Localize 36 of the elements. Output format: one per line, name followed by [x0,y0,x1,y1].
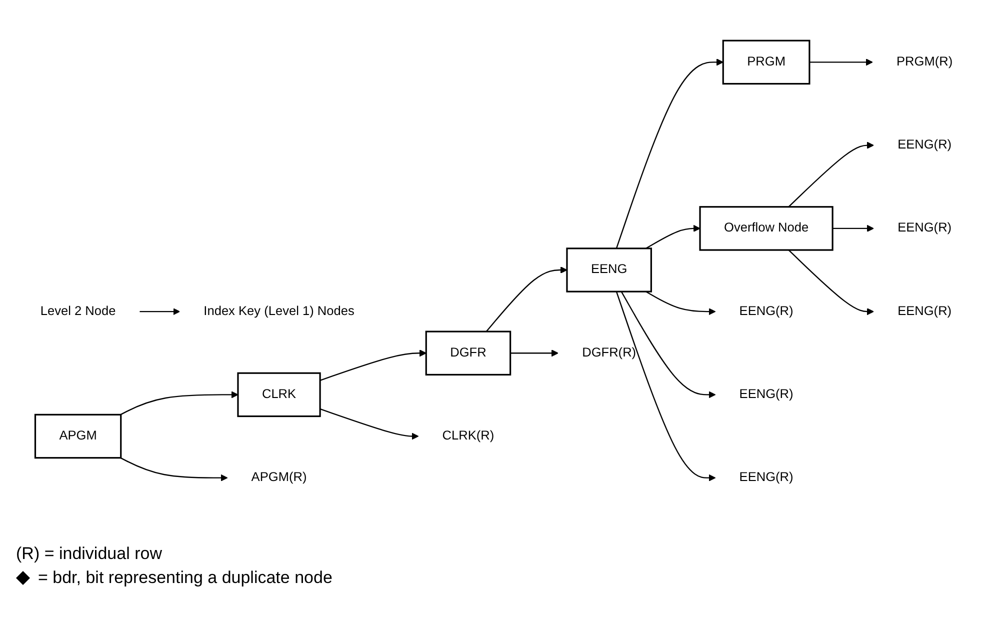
node-text: EENG(R) [739,387,794,402]
node-box: APGM [34,414,122,459]
arrow [646,224,700,249]
arrow [320,408,419,440]
arrow [510,350,558,357]
node-text: APGM(R) [251,470,307,484]
arrow [616,58,724,249]
arrow [140,308,180,316]
node-text: Index Key (Level 1) Nodes [204,304,354,318]
arrow [809,58,873,66]
arrow [120,391,238,416]
note-text: (R) = individual row [16,544,162,564]
node-text: EENG(R) [739,470,794,484]
arrow [320,350,426,381]
node-box: Overflow Node [699,206,834,251]
arrow [788,142,874,208]
node-text: EENG(R) [898,221,952,235]
legend-text: = bdr, bit representing a duplicate node [38,568,332,588]
node-text: CLRK(R) [442,429,494,443]
node-text: Level 2 Node [40,304,116,318]
node-box: EENG [566,248,652,292]
node-text: EENG(R) [739,304,794,318]
node-text: PRGM(R) [896,54,953,69]
arrow [832,224,874,232]
arrow [788,250,874,316]
node-text: EENG(R) [898,304,952,318]
node-text: EENG(R) [898,138,952,152]
arrow [120,457,228,482]
node-box: DGFR [425,330,512,376]
node-box: CLRK [237,372,321,418]
arrow [616,291,716,482]
arrow [486,266,568,332]
node-text: DGFR(R) [582,346,636,360]
node-box: PRGM [722,40,810,85]
arrow [646,291,716,316]
arrow [620,291,716,398]
